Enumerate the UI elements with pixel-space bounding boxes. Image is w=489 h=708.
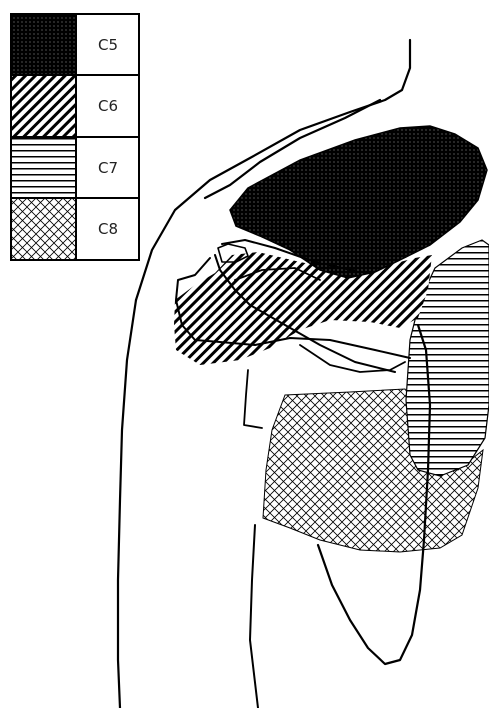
body-outline bbox=[116, 38, 432, 708]
region-c6 bbox=[174, 252, 432, 365]
legend-label-c6: C6 bbox=[98, 97, 118, 115]
legend-label-c8: C8 bbox=[98, 220, 118, 238]
legend-swatch-c5 bbox=[12, 15, 75, 74]
legend: C5 C6 C7 C8 bbox=[10, 13, 140, 261]
legend-swatch-c6 bbox=[12, 76, 75, 136]
region-c7 bbox=[405, 239, 489, 477]
legend-label-c5: C5 bbox=[98, 36, 118, 54]
legend-label-c7: C7 bbox=[98, 159, 118, 177]
legend-swatch-c8 bbox=[12, 199, 75, 259]
legend-swatch-c7 bbox=[12, 138, 75, 197]
region-c5 bbox=[229, 125, 488, 279]
